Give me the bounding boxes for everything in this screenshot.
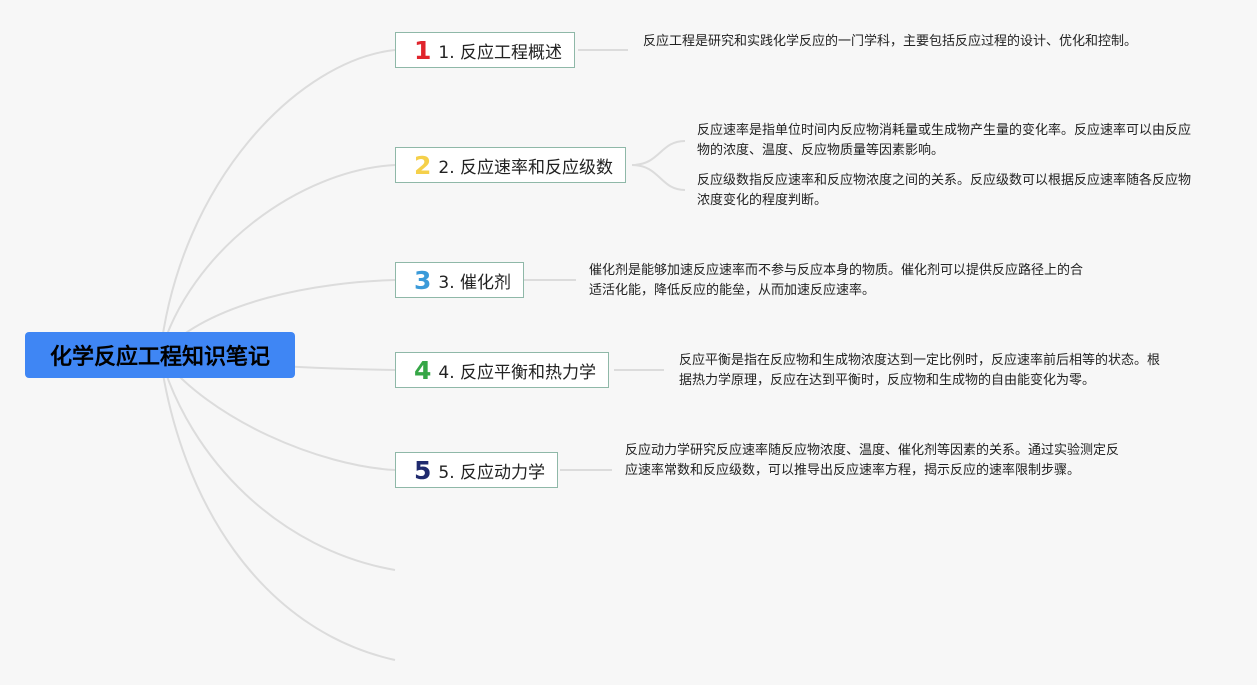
connector-branch-2-note-1 — [631, 140, 686, 166]
number-2-icon: 2 — [414, 150, 432, 180]
branch-4-note: 反应平衡是指在反应物和生成物浓度达到一定比例时，反应速率前后相等的状态。根据热力… — [679, 351, 1169, 391]
root-title: 化学反应工程知识笔记 — [49, 345, 270, 370]
branch-3-topic[interactable]: 3 3. 催化剂 — [395, 262, 525, 298]
connector-branch-2-note-2 — [631, 164, 686, 191]
number-1-icon: 1 — [414, 35, 432, 65]
branch-1-label: 1. 反应工程概述 — [438, 42, 563, 63]
branch-4-note-text: 反应平衡是指在反应物和生成物浓度达到一定比例时，反应速率前后相等的状态。根据热力… — [679, 353, 1161, 388]
branch-5-label: 5. 反应动力学 — [438, 462, 546, 483]
branch-1-note-text: 反应工程是研究和实践化学反应的一门学科，主要包括反应过程的设计、优化和控制。 — [643, 34, 1138, 49]
connector-root-empty-7 — [159, 354, 396, 661]
branch-1-note: 反应工程是研究和实践化学反应的一门学科，主要包括反应过程的设计、优化和控制。 — [643, 32, 1143, 52]
branch-3-note: 催化剂是能够加速反应速率而不参与反应本身的物质。催化剂可以提供反应路径上的合适活… — [589, 261, 1084, 301]
number-5-icon: 5 — [414, 455, 432, 485]
branch-1-topic[interactable]: 1 1. 反应工程概述 — [395, 32, 576, 68]
branch-2-note-2-text: 反应级数指反应速率和反应物浓度之间的关系。反应级数可以根据反应速率随各反应物浓度… — [697, 173, 1192, 208]
connector-root-branch-5 — [159, 354, 396, 471]
branch-5-topic[interactable]: 5 5. 反应动力学 — [395, 452, 559, 488]
branch-3-label: 3. 催化剂 — [438, 272, 512, 293]
branch-2-topic[interactable]: 2 2. 反应速率和反应级数 — [395, 147, 627, 183]
branch-2-note-2: 反应级数指反应速率和反应物浓度之间的关系。反应级数可以根据反应速率随各反应物浓度… — [697, 171, 1192, 211]
branch-2-note-1: 反应速率是指单位时间内反应物消耗量或生成物产生量的变化率。反应速率可以由反应物的… — [697, 121, 1192, 161]
connector-root-branch-2 — [159, 164, 396, 356]
branch-2-note-1-text: 反应速率是指单位时间内反应物消耗量或生成物产生量的变化率。反应速率可以由反应物的… — [697, 123, 1192, 158]
root-topic[interactable]: 化学反应工程知识笔记 — [25, 332, 295, 378]
branch-5-note-text: 反应动力学研究反应速率随反应物浓度、温度、催化剂等因素的关系。通过实验测定反应速… — [625, 443, 1120, 478]
connector-root-empty-6 — [159, 354, 396, 571]
number-4-icon: 4 — [414, 355, 432, 385]
branch-2-label: 2. 反应速率和反应级数 — [438, 157, 614, 178]
branch-5-note: 反应动力学研究反应速率随反应物浓度、温度、催化剂等因素的关系。通过实验测定反应速… — [625, 441, 1120, 481]
branch-4-label: 4. 反应平衡和热力学 — [438, 362, 597, 383]
branch-4-topic[interactable]: 4 4. 反应平衡和热力学 — [395, 352, 610, 388]
branch-3-note-text: 催化剂是能够加速反应速率而不参与反应本身的物质。催化剂可以提供反应路径上的合适活… — [589, 263, 1084, 298]
connector-root-branch-1 — [159, 49, 396, 356]
number-3-icon: 3 — [414, 265, 432, 295]
